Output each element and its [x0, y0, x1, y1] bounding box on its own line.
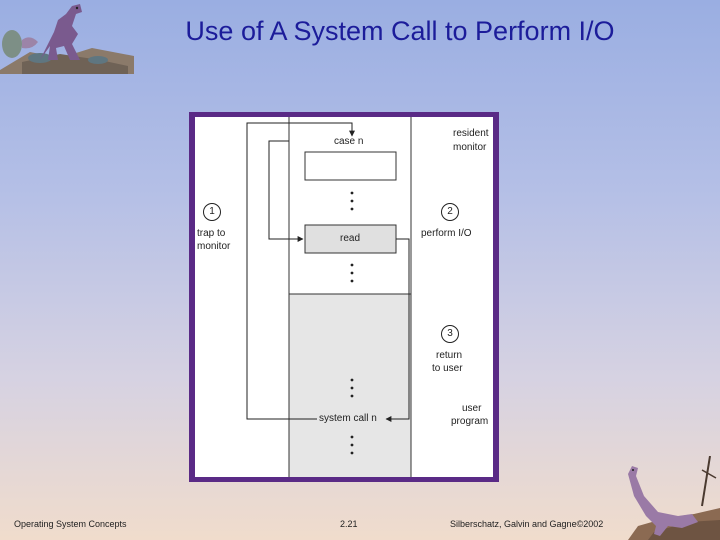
dispatch-arrow	[268, 140, 304, 242]
footer-course: Operating System Concepts	[14, 519, 127, 529]
case-table-box	[304, 151, 397, 181]
footer-page-number: 2.21	[340, 519, 358, 529]
resident-monitor-label-line2: monitor	[453, 142, 487, 153]
system-call-label: system call n	[319, 413, 377, 424]
user-program-label-line1: user	[462, 403, 482, 414]
step-1-marker: 1	[203, 203, 221, 221]
ellipsis-dots	[350, 191, 354, 455]
resident-monitor-label-line1: resident	[453, 128, 489, 139]
trap-to-monitor-line2: monitor	[197, 241, 231, 252]
return-to-user-line1: return	[436, 350, 463, 361]
footer-copyright: Silberschatz, Galvin and Gagne©2002	[450, 519, 604, 529]
case-n-label: case n	[334, 136, 364, 147]
return-to-user-line2: to user	[432, 363, 463, 374]
user-program-region	[289, 294, 411, 477]
step-2-marker: 2	[441, 203, 459, 221]
return-arrow	[385, 238, 410, 422]
slide-title: Use of A System Call to Perform I/O	[185, 16, 615, 46]
user-program-label-line2: program	[451, 416, 489, 427]
diagram: resident monitor case n read 1 trap to m…	[195, 117, 493, 477]
dinosaur-logo-top-left	[0, 4, 134, 74]
read-label: read	[340, 233, 361, 244]
diagram-graphics	[246, 117, 412, 477]
trap-to-monitor-line1: trap to	[197, 228, 226, 239]
dinosaur-logo-bottom-right	[628, 456, 720, 540]
perform-io-label: perform I/O	[421, 228, 472, 239]
trap-arrow	[246, 122, 355, 420]
step-3-marker: 3	[441, 325, 459, 343]
